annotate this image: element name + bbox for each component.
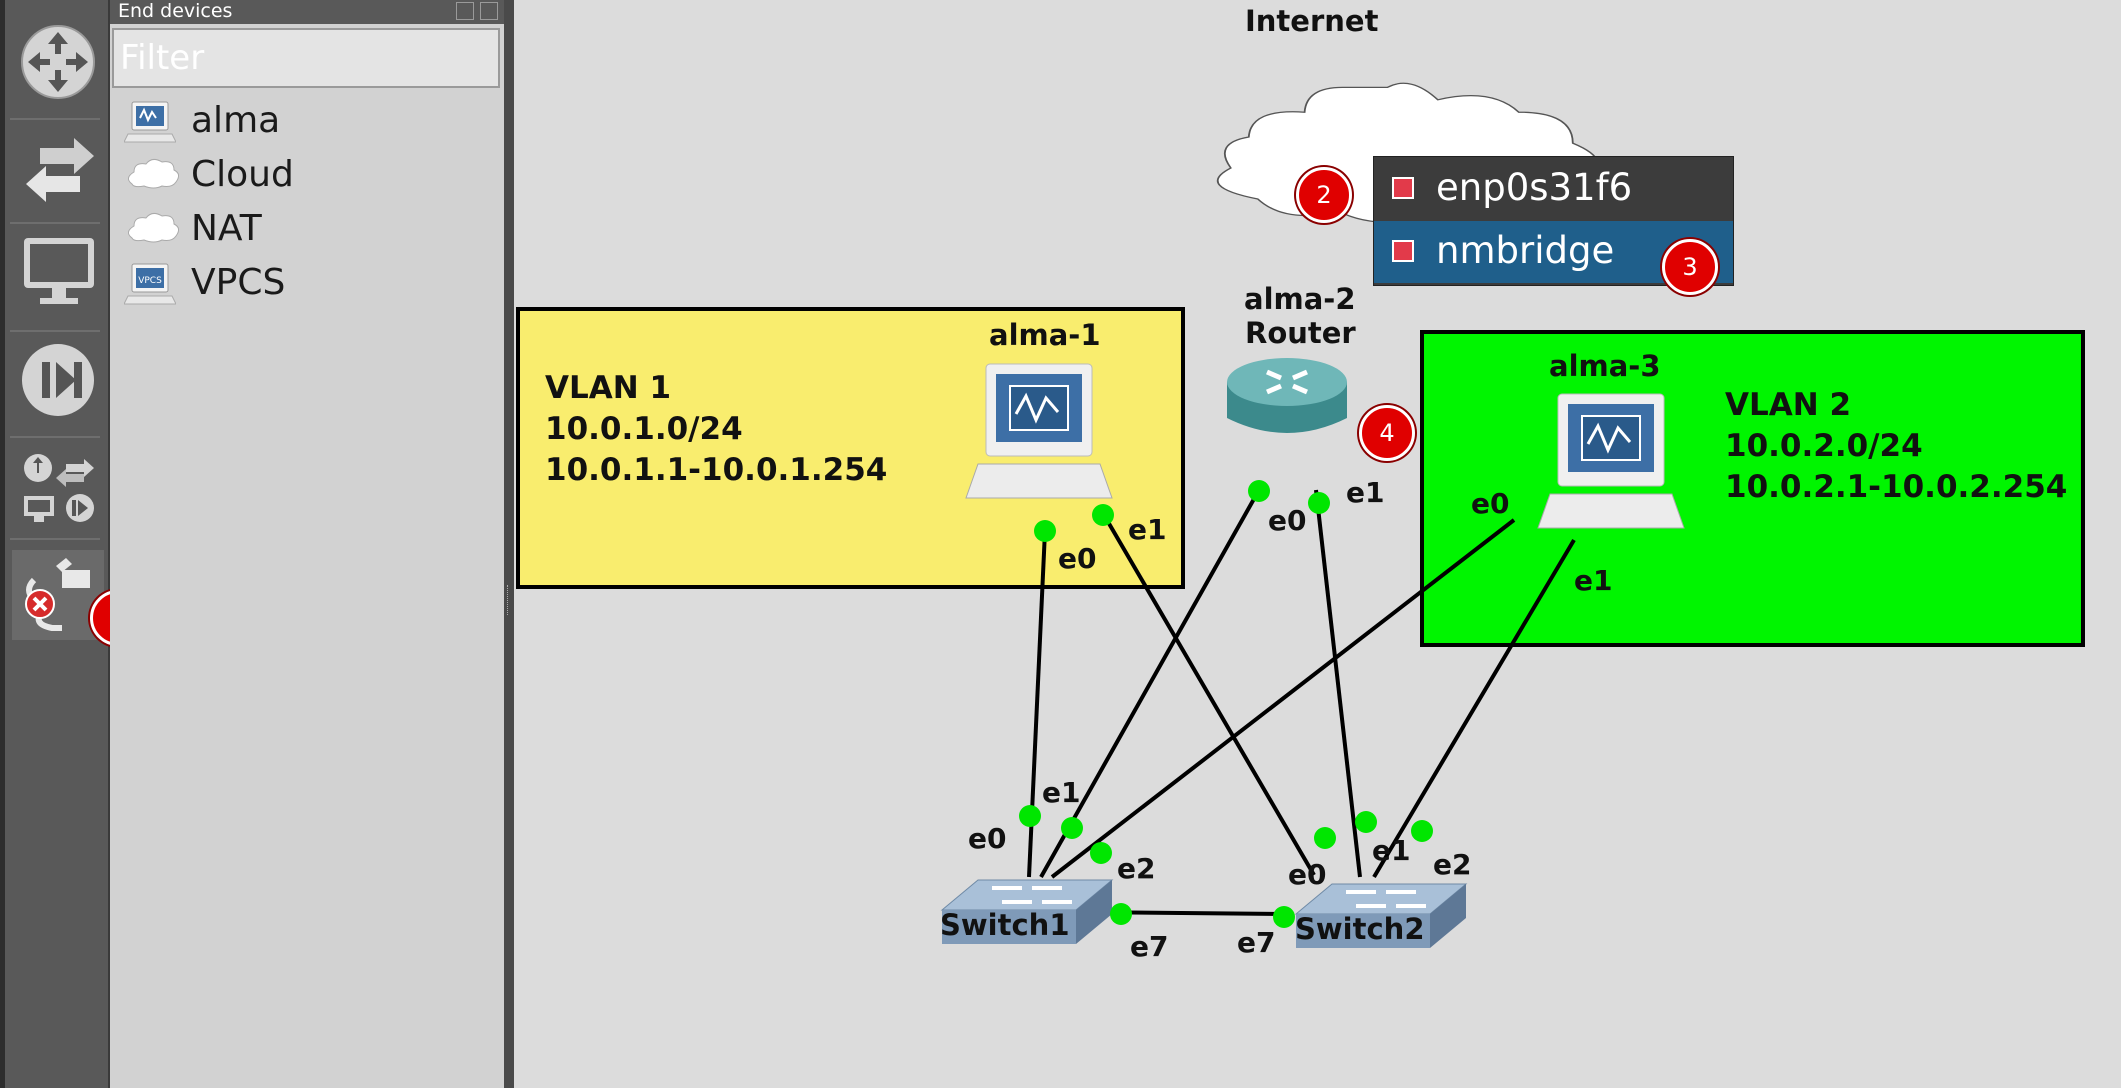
toolbar-divider [10, 538, 100, 540]
link-endpoints [1019, 480, 1433, 928]
link-alma3-sw1[interactable] [1050, 518, 1516, 879]
vpcs-icon: VPCS [123, 262, 177, 312]
vlan2-label: VLAN 2 10.0.2.0/24 10.0.2.1-10.0.2.254 [1725, 385, 2067, 508]
port-label: e7 [1237, 926, 1276, 959]
device-label: alma [191, 100, 281, 141]
internet-label: Internet [1245, 4, 1379, 38]
router-icon[interactable] [1227, 358, 1347, 433]
alma2-label: alma-2 [1244, 282, 1356, 316]
alma1-computer-icon[interactable] [965, 363, 1113, 499]
device-item-nat[interactable]: NAT [118, 204, 498, 256]
port-label: e0 [1471, 487, 1510, 520]
device-label: VPCS [191, 262, 286, 303]
menu-item-enp0s31f6[interactable]: enp0s31f6 [1374, 158, 1733, 220]
add-link-button[interactable] [12, 550, 104, 640]
vlan2-name: VLAN 2 [1725, 387, 1852, 423]
alma3-computer-icon[interactable] [1537, 393, 1685, 529]
toolbar-divider [10, 118, 100, 120]
device-item-vpcs[interactable]: VPCS VPCS [118, 258, 498, 310]
end-devices-button[interactable] [20, 232, 100, 312]
end-devices-dock: End devices #filter::placeholder{color:#… [110, 0, 504, 1088]
link-alma2-sw1[interactable] [1039, 489, 1261, 878]
step-badge-2: 2 [1296, 167, 1352, 223]
port-label: e1 [1574, 564, 1613, 597]
switches-icon [26, 138, 94, 202]
security-devices-button[interactable] [20, 340, 100, 420]
end-devices-icon [24, 238, 94, 304]
alma3-label: alma-3 [1549, 349, 1661, 383]
switch1-icon[interactable] [940, 879, 1114, 944]
port-label: e2 [1433, 848, 1472, 881]
dock-splitter[interactable] [504, 0, 514, 1088]
topology-canvas[interactable]: Internet VLAN 1 10.0.1.0/24 10.0.1.1-10.… [514, 0, 2121, 1088]
step-badge-4: 4 [1359, 405, 1415, 461]
port-label: e1 [1372, 834, 1411, 867]
port-label: e0 [1288, 858, 1327, 891]
port-label: e1 [1128, 513, 1167, 546]
toolbar-divider [10, 436, 100, 438]
switch2-label: Switch2 [1295, 912, 1425, 946]
add-link-icon [25, 558, 90, 631]
all-devices-icon [24, 454, 94, 522]
router-label: Router [1245, 316, 1356, 350]
dock-close-icon[interactable] [480, 2, 498, 20]
toolbar-edge [0, 0, 5, 1088]
cloud-icon [124, 154, 180, 198]
filter-input[interactable] [112, 28, 500, 88]
toolbar-divider [10, 330, 100, 332]
cloud-icon [124, 208, 180, 252]
dock-float-icon[interactable] [456, 2, 474, 20]
interface-status-icon [1392, 240, 1414, 262]
dock-title: End devices [118, 0, 233, 22]
device-toolbar: 1 [0, 0, 146, 1088]
port-label: e7 [1130, 930, 1169, 963]
dock-titlebar [110, 0, 504, 24]
vlan1-name: VLAN 1 [545, 370, 672, 406]
svg-text:VPCS: VPCS [138, 276, 162, 286]
link-alma2-sw2[interactable] [1314, 489, 1362, 878]
port-label: e2 [1117, 852, 1156, 885]
device-item-alma[interactable]: alma [118, 96, 498, 148]
port-label: e1 [1042, 776, 1081, 809]
link-alma3-sw2[interactable] [1372, 538, 1576, 879]
link-alma1-sw2[interactable] [1102, 513, 1316, 877]
device-label: Cloud [191, 154, 294, 195]
topology-drawing [516, 82, 2085, 948]
port-label: e0 [1058, 542, 1097, 575]
all-devices-button[interactable] [20, 446, 100, 526]
menu-item-label: enp0s31f6 [1436, 166, 1633, 209]
port-label: e1 [1346, 476, 1385, 509]
security-devices-icon [22, 344, 94, 416]
port-label: e0 [1268, 504, 1307, 537]
computer-icon [123, 100, 177, 150]
device-label: NAT [191, 208, 262, 249]
routers-icon [21, 25, 95, 99]
vlan1-subnet: 10.0.1.0/24 [545, 411, 743, 447]
device-item-cloud[interactable]: Cloud [118, 150, 498, 202]
vlan1-range: 10.0.1.1-10.0.1.254 [545, 452, 888, 488]
switches-button[interactable] [20, 128, 100, 208]
toolbar-divider [10, 222, 100, 224]
vlan1-label: VLAN 1 10.0.1.0/24 10.0.1.1-10.0.1.254 [545, 368, 887, 491]
vlan2-range: 10.0.2.1-10.0.2.254 [1725, 469, 2068, 505]
switch1-label: Switch1 [940, 908, 1070, 942]
step-badge-3: 3 [1662, 239, 1718, 295]
alma1-label: alma-1 [989, 318, 1101, 352]
routers-button[interactable] [20, 22, 100, 102]
port-label: e0 [968, 822, 1007, 855]
menu-item-label: nmbridge [1436, 229, 1615, 272]
vlan2-area [1420, 330, 2085, 647]
switch2-icon[interactable] [1294, 883, 1468, 948]
interface-status-icon [1392, 177, 1414, 199]
vlan2-subnet: 10.0.2.0/24 [1725, 428, 1923, 464]
